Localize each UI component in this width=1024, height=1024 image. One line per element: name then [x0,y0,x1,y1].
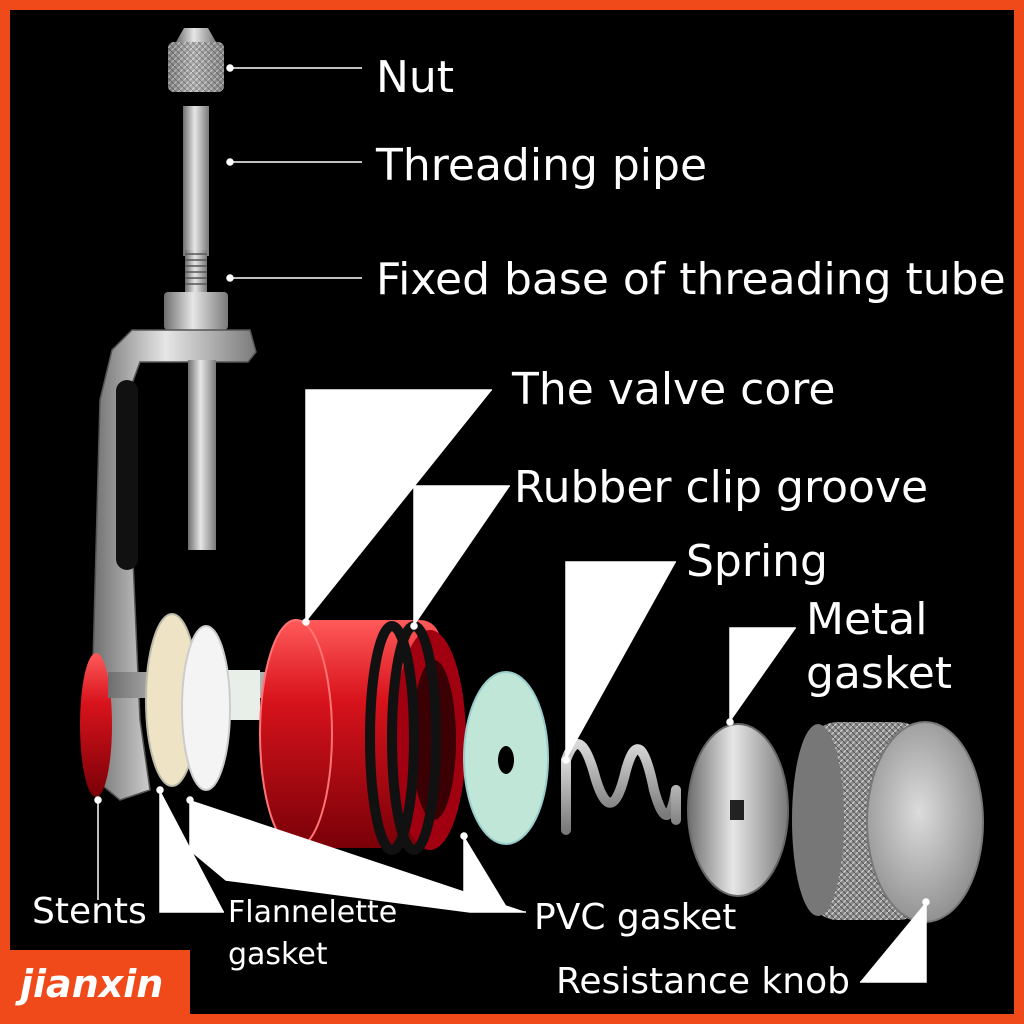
metal-gasket-part [688,724,788,896]
flannelette-gasket-2 [182,626,230,790]
label-flannelette-line1: Flannelette [228,898,397,928]
label-metal-gasket-line1: Metal [806,598,927,642]
nut-part [168,28,224,92]
pvc-gasket-part [464,672,548,844]
label-pvc-gasket: PVC gasket [534,900,736,936]
label-rubber-clip-groove: Rubber clip groove [514,466,928,510]
label-fixed-base: Fixed base of threading tube [376,258,1006,302]
label-nut: Nut [376,56,454,100]
label-resistance-knob: Resistance knob [556,964,850,1000]
label-flannelette-line2: gasket [228,940,328,970]
valve-core-part [260,620,466,850]
label-spring: Spring [686,540,828,584]
label-stents: Stents [32,894,147,930]
brand-logo: jianxin [20,965,163,1003]
label-valve-core: The valve core [512,368,835,412]
label-threading-pipe: Threading pipe [376,144,707,188]
spring-part [566,744,676,830]
resistance-knob-part [792,722,983,922]
label-metal-gasket-line2: gasket [806,652,952,696]
threading-pipe-part [183,106,209,256]
